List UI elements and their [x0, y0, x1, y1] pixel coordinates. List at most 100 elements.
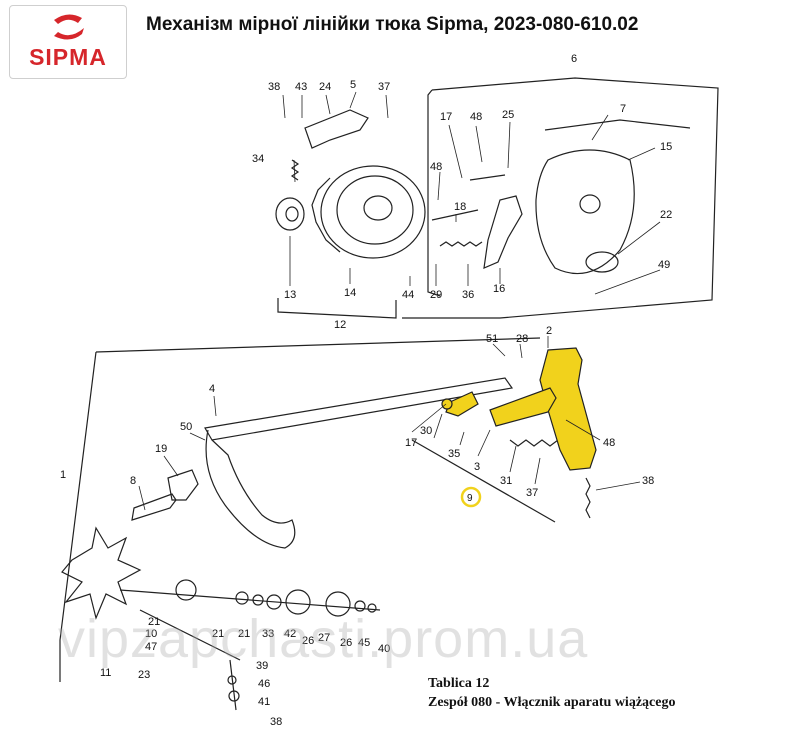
- caption-table: Tablica 12: [428, 676, 490, 691]
- part-label-33: 35: [448, 448, 460, 460]
- bracket-1-top: [95, 337, 541, 353]
- part-label-36: 38: [642, 475, 654, 487]
- bracket-6-left: [427, 89, 441, 297]
- part-label-29: 29: [430, 289, 442, 301]
- part-label-26a: 26: [302, 635, 314, 647]
- part-label-27: 27: [318, 632, 330, 644]
- bracket-6-right: [402, 77, 719, 319]
- part-label-6: 6: [571, 53, 577, 65]
- part-label-16: 16: [493, 283, 505, 295]
- part-label-21a: 21: [148, 616, 160, 628]
- bracket-12: [277, 298, 397, 319]
- highlighted-lever-48: [489, 387, 557, 427]
- bracket-9: [411, 439, 556, 523]
- lever-5: [304, 109, 369, 149]
- part-label-48b: 48: [430, 161, 442, 173]
- part-label-45: 46: [258, 678, 270, 690]
- part-label-4: 4: [209, 383, 215, 395]
- part-label-15: 15: [660, 141, 672, 153]
- part-label-31: 33: [262, 628, 274, 640]
- sipma-logo-mark-icon: [54, 14, 84, 40]
- part-label-3: 3: [474, 461, 480, 473]
- rod-4: [204, 377, 514, 441]
- part-label-49: 49: [658, 259, 670, 271]
- spring-32: [290, 159, 300, 181]
- cut-symbol-icon: [61, 526, 142, 620]
- bearing-13: [275, 197, 305, 231]
- part-label-1: 1: [60, 469, 66, 481]
- part-label-30a: 30: [420, 425, 432, 437]
- part-label-51: 51: [486, 333, 498, 345]
- part-label-41: 40: [378, 643, 390, 655]
- part-label-19: 17: [440, 111, 452, 123]
- part-label-50: 50: [180, 421, 192, 433]
- part-label-35: 37: [526, 487, 538, 499]
- handle-8: [131, 493, 177, 521]
- part-label-46a: 44: [402, 289, 414, 301]
- pin-22: [585, 251, 619, 273]
- part-label-7: 7: [620, 103, 626, 115]
- part-label-22: 22: [660, 209, 672, 221]
- part-label-13: 13: [284, 289, 296, 301]
- part-label-32: 34: [252, 153, 264, 165]
- knob-18: [167, 469, 199, 501]
- part-label-44: 43: [295, 81, 307, 93]
- part-label-40: 39: [256, 660, 268, 672]
- bracket-7: [544, 119, 691, 131]
- watermark: vipzapchasti.prom.ua: [58, 609, 589, 669]
- bracket-1-left: [59, 351, 97, 682]
- part-number-labels: 38 43 24 5 37 6 7 17 48 25 15 34 48 18 2…: [60, 53, 672, 728]
- part-label-18: 19: [155, 443, 167, 455]
- sipma-logo: SIPMA: [9, 5, 127, 79]
- part-label-14: 14: [344, 287, 356, 299]
- part-label-38: 38: [270, 716, 282, 728]
- part-label-34: 36: [462, 289, 474, 301]
- flywheel-14: [320, 165, 426, 259]
- spring-36: [585, 477, 591, 519]
- disc-27: [325, 591, 351, 617]
- highlighted-link-30: [445, 391, 479, 417]
- disc-10: [175, 579, 197, 601]
- pin-20: [431, 209, 479, 221]
- logo-text: SIPMA: [29, 44, 107, 70]
- part-label-30b: 31: [500, 475, 512, 487]
- part-label-23: 23: [138, 669, 150, 681]
- part-label-24: 24: [319, 81, 331, 93]
- part-label-21c: 21: [238, 628, 250, 640]
- part-label-42: 41: [258, 696, 270, 708]
- part-label-21b: 21: [212, 628, 224, 640]
- page-title: Механізм мірної лінійки тюка Sipma, 2023…: [146, 14, 639, 35]
- spring-34: [439, 241, 483, 247]
- highlighted-assembly-9: [441, 347, 597, 471]
- shaft-11: [119, 589, 381, 611]
- part-label-8: 8: [130, 475, 136, 487]
- pin-19: [469, 174, 506, 181]
- part-label-47: 47: [145, 641, 157, 653]
- part-label-25: 25: [502, 109, 514, 121]
- bracket-16: [483, 195, 523, 269]
- part-label-17: 17: [405, 437, 417, 449]
- part-label-12: 12: [334, 319, 346, 331]
- part-label-46b: 45: [358, 637, 370, 649]
- part-label-43: 42: [284, 628, 296, 640]
- disc-26: [285, 589, 311, 615]
- part-label-10: 10: [145, 628, 157, 640]
- cover-15: [535, 149, 635, 275]
- part-label-48c: 48: [603, 437, 615, 449]
- part-label-39: 38: [268, 81, 280, 93]
- part-label-20: 18: [454, 201, 466, 213]
- part-label-26b: 26: [340, 637, 352, 649]
- part-label-11: 11: [100, 667, 111, 679]
- part-label-5: 5: [350, 79, 356, 91]
- hook-50: [205, 429, 296, 549]
- part-label-2: 2: [546, 325, 552, 337]
- part-label-28: 28: [516, 333, 528, 345]
- highlighted-washer-30: [441, 398, 453, 410]
- part-label-48a: 48: [470, 111, 482, 123]
- rod-23: [229, 659, 237, 711]
- spring-35: [509, 439, 567, 447]
- part-label-37: 37: [378, 81, 390, 93]
- caption-group: Zespół 080 - Włącznik aparatu wiążącego: [428, 695, 676, 710]
